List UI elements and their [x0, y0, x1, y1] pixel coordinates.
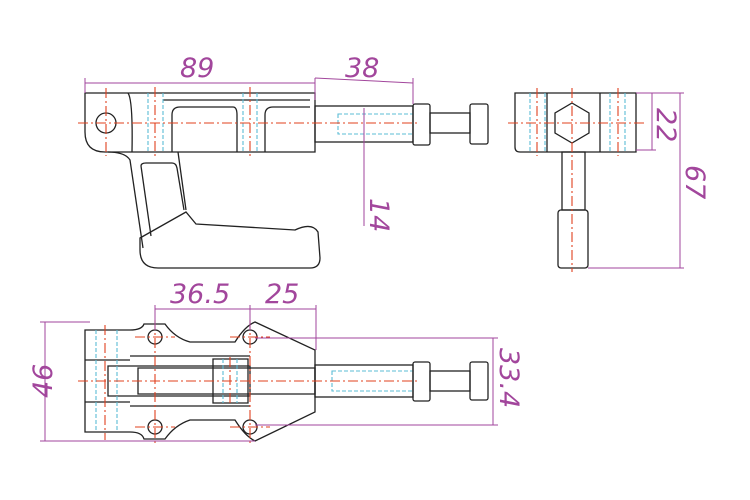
handle-knob: [557, 209, 589, 269]
handle-grip: [139, 211, 321, 269]
dim-end-height: 22: [650, 108, 681, 142]
dim-front-offset: 25: [265, 279, 299, 310]
top-view: 36.5 25 46 33.4: [28, 279, 524, 445]
dim-hole-spacing: 33.4: [493, 348, 524, 408]
dim-base-width: 46: [28, 364, 59, 398]
end-view: 22 67: [508, 88, 710, 272]
dim-total-height: 67: [679, 165, 710, 199]
side-view: 89 38 14: [78, 53, 489, 269]
dim-rod-offset: 14: [363, 198, 394, 232]
dim-plunger-stroke: 38: [345, 53, 379, 84]
dim-hole-pitch: 36.5: [170, 279, 230, 310]
bolt-head: [469, 103, 489, 145]
lock-nut: [412, 103, 431, 146]
dim-side-length: 89: [180, 53, 214, 84]
